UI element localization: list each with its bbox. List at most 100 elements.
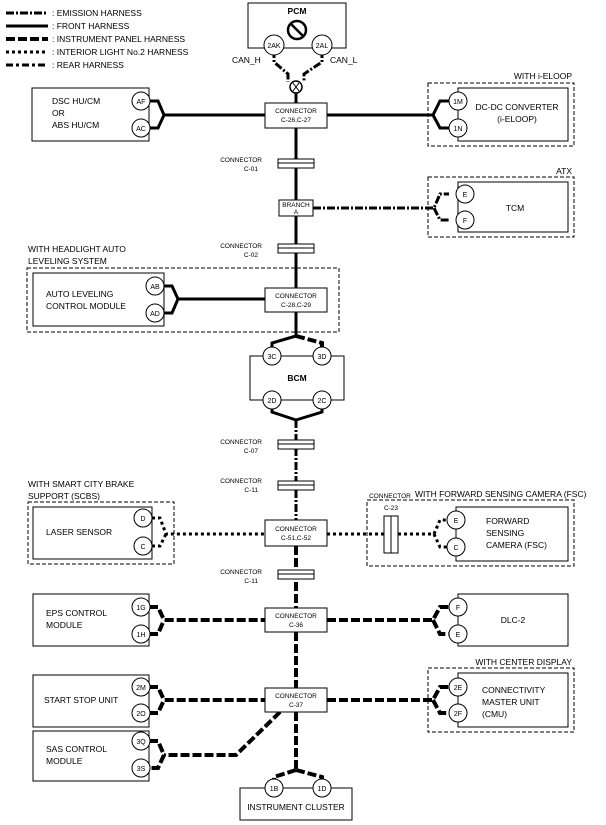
connector-c11b-line2: C-11 xyxy=(244,578,258,585)
legend-rear-label: : REAR HARNESS xyxy=(52,60,124,70)
wire-bcm-2d xyxy=(270,408,297,422)
eps-pin-1g-label: 1G xyxy=(136,605,145,612)
dcdc-option-frame xyxy=(427,82,575,147)
cluster-label: INSTRUMENT CLUSTER xyxy=(247,802,345,812)
tcm-pin-f-label: F xyxy=(463,218,467,225)
cmu-line3: (CMU) xyxy=(482,709,507,719)
dlc-pin-f xyxy=(448,597,468,617)
legend: : EMISSION HARNESS : FRONT HARNESS : INS… xyxy=(6,8,189,70)
wire-tcm-e xyxy=(313,192,449,210)
legend-front-label: : FRONT HARNESS xyxy=(52,21,130,31)
startstop-pin-2o xyxy=(131,703,151,723)
bcm-pin-2d xyxy=(262,390,282,410)
connector-c02-line2: C-02 xyxy=(244,252,258,259)
bcm-pin-2d-label: 2D xyxy=(268,398,277,405)
bcm-pin-3d xyxy=(312,346,332,366)
connector-c11a-line2: C-11 xyxy=(244,487,258,494)
dcdc-converter: WITH i-ELOOP DC-DC CONVERTER (i-ELOOP) 1… xyxy=(427,71,575,147)
dcdc-pin-1m xyxy=(448,91,468,111)
cluster-pin-1b-label: 1B xyxy=(270,786,279,793)
connector-c23-line1: CONNECTOR xyxy=(369,493,411,500)
eps-box xyxy=(32,593,150,647)
laser-sensor-module: WITH SMART CITY BRAKE SUPPORT (SCBS) LAS… xyxy=(27,479,175,565)
bcm-module: BCM 3C 3D 2D 2C xyxy=(249,346,345,410)
cluster-pin-1d-label: 1D xyxy=(318,786,327,793)
dsc-line2: OR xyxy=(52,108,65,118)
autolevel-pin-ab xyxy=(145,276,165,296)
laser-pin-c xyxy=(133,536,153,556)
connector-c11a-top xyxy=(277,480,315,486)
tcm-box xyxy=(457,181,569,233)
connector-c07: CONNECTOR C-07 xyxy=(220,439,315,455)
connector-c07-bottom xyxy=(277,443,315,450)
wire-tcm-f xyxy=(432,207,449,222)
connector-c37-box xyxy=(264,687,328,713)
start-stop-unit: START STOP UNIT 2M 2O xyxy=(32,674,151,728)
connector-c36-box xyxy=(264,607,328,633)
autolevel-line1: AUTO LEVELING xyxy=(46,289,113,299)
connector-c01-line2: C-01 xyxy=(244,166,258,173)
cmu-line2: MASTER UNIT xyxy=(482,697,540,707)
sas-module: SAS CONTROL MODULE 3Q 3S xyxy=(32,730,151,782)
branch-a: BRANCH A xyxy=(278,199,314,217)
eps-line2: MODULE xyxy=(46,620,83,630)
wire-sas-3s xyxy=(149,739,167,770)
wire-laser-d xyxy=(152,516,265,536)
pcm-pin-2ak xyxy=(263,34,285,56)
no-symbol-icon xyxy=(286,19,308,41)
bcm-pin-3c-label: 3C xyxy=(268,354,277,361)
wire-dsc-af xyxy=(149,99,265,117)
dlc-label: DLC-2 xyxy=(501,615,526,625)
bcm-label: BCM xyxy=(287,373,306,383)
fsc-module: WITH FORWARD SENSING CAMERA (FSC) CONNEC… xyxy=(366,489,587,567)
eps-line1: EPS CONTROL xyxy=(46,608,107,618)
dlc-pin-e xyxy=(448,624,468,644)
dcdc-line1: DC-DC CONVERTER xyxy=(476,102,559,112)
instrument-cluster: INSTRUMENT CLUSTER 1B 1D xyxy=(239,778,353,821)
dcdc-pin-1n-label: 1N xyxy=(454,126,463,133)
dsc-pin-af xyxy=(131,91,151,111)
connector-c37-line2: C-37 xyxy=(289,702,303,709)
sas-pin-3q-label: 3Q xyxy=(136,739,146,746)
wire-pcm-2ak xyxy=(272,50,290,82)
bcm-pin-3d-label: 3D xyxy=(318,354,327,361)
connector-c37-line1: CONNECTOR xyxy=(275,693,317,700)
wire-cmu-2f xyxy=(431,699,449,715)
laser-option-frame xyxy=(27,501,175,565)
bcm-box xyxy=(249,355,345,401)
pcm-pin-2al-label: 2AL xyxy=(316,43,329,50)
connector-c01-line1: CONNECTOR xyxy=(220,157,262,164)
dcdc-pin-1n xyxy=(448,118,468,138)
fsc-pin-c xyxy=(446,537,466,557)
connector-c26-line1: CONNECTOR xyxy=(275,108,317,115)
pcm-pin-2al xyxy=(311,34,333,56)
connector-c26-box xyxy=(264,102,328,129)
sas-pin-3s-label: 3S xyxy=(137,766,146,773)
legend-interior-label: : INTERIOR LIGHT No.2 HARNESS xyxy=(52,47,189,57)
pcm-can-h: CAN_H xyxy=(232,55,261,65)
pcm-title: PCM xyxy=(288,6,307,16)
autolevel-option-frame xyxy=(26,267,340,333)
eps-pin-1h xyxy=(131,624,151,644)
connector-c51-box xyxy=(264,519,328,547)
connector-c28-c29: CONNECTOR C-28,C-29 xyxy=(264,287,328,313)
branch-a-line2: A xyxy=(294,209,299,216)
wire-al-ab xyxy=(164,284,265,301)
fsc-line3: CAMERA (FSC) xyxy=(486,540,547,550)
wire-pcm-2al xyxy=(302,50,324,82)
legend-emission-label: : EMISSION HARNESS xyxy=(52,8,142,18)
connector-c11-upper: CONNECTOR C-11 xyxy=(220,478,315,494)
autolevel-pin-ad-label: AD xyxy=(150,311,160,318)
connector-c36: CONNECTOR C-36 xyxy=(264,607,328,633)
fsc-box xyxy=(455,506,569,562)
wire-dsc-ac xyxy=(149,114,166,130)
wire-bcm-3d xyxy=(295,334,324,348)
dcdc-box xyxy=(457,87,569,142)
connector-c23-left xyxy=(383,515,392,554)
dsc-line1: DSC HU/CM xyxy=(52,96,100,106)
bcm-pin-3c xyxy=(262,346,282,366)
connector-c36-line1: CONNECTOR xyxy=(275,613,317,620)
fsc-pin-e xyxy=(446,510,466,530)
autolevel-line2: CONTROL MODULE xyxy=(46,301,126,311)
